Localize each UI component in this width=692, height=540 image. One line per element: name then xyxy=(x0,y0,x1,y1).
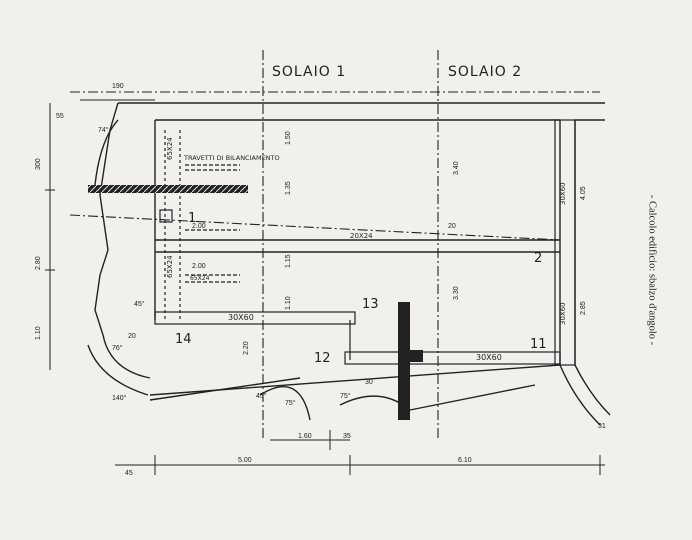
dim-left-300: 300 xyxy=(35,158,42,170)
node-number-13: 13 xyxy=(362,297,379,312)
node-number-1: 1 xyxy=(188,211,196,226)
bottom-dimensions xyxy=(45,99,605,475)
dim-left-55: 55 xyxy=(56,113,64,120)
label-beam-30x60-b: 30X60 xyxy=(476,353,502,362)
dim-bottom-160: 1.60 xyxy=(298,433,312,440)
dim-mid-150: 1.50 xyxy=(285,131,292,145)
node-box-1 xyxy=(159,209,173,223)
label-beam-30x60-d: 30X60 xyxy=(559,302,567,325)
dim-bottom-500: 5.00 xyxy=(238,457,252,464)
node-number-12: 12 xyxy=(314,351,331,366)
angle-a: 74° xyxy=(98,126,109,134)
angle-g: 45° xyxy=(256,392,267,400)
node-number-2: 2 xyxy=(534,251,542,266)
dim-right-340: 3.40 xyxy=(453,161,460,175)
angle-d: 75° xyxy=(340,392,351,400)
label-beam-20x24: 20X24 xyxy=(350,232,373,240)
side-caption: - Calcolo edificio: sbalzo d'angolo - xyxy=(646,194,658,346)
dim-small-31: 31 xyxy=(598,423,606,430)
dim-mid-135: 1.35 xyxy=(285,181,292,195)
angle-f: 45° xyxy=(134,300,145,308)
label-travetti: TRAVETTI DI BILANCIAMENTO xyxy=(183,154,280,162)
axis-beam-20x24 xyxy=(69,214,561,241)
slab-axes xyxy=(69,50,600,440)
node-number-14: 14 xyxy=(175,332,192,347)
dim-mid-220: 2.20 xyxy=(243,341,250,355)
label-beam-65x24-a: 65X24 xyxy=(166,137,174,160)
angle-c: 75° xyxy=(285,399,296,407)
dim-right-405: 4.05 xyxy=(580,186,587,200)
dim-left-45: 45 xyxy=(125,470,133,477)
dim-mid-200a: 2.00 xyxy=(192,223,206,230)
dim-right-285: 2.85 xyxy=(580,301,587,315)
slab-label-1: SOLAIO 1 xyxy=(272,64,346,80)
dim-mid-115: 1.15 xyxy=(285,254,292,268)
dim-small-20: 20 xyxy=(128,333,136,340)
label-beam-30x60-c: 30X60 xyxy=(559,182,567,205)
dim-mid-110: 1.10 xyxy=(285,296,292,310)
dim-left-110: 1.10 xyxy=(35,326,42,340)
node-number-11: 11 xyxy=(530,337,547,352)
column-joint xyxy=(398,350,423,362)
dim-small-30: 30 xyxy=(365,379,373,386)
dim-right-20: 20 xyxy=(448,223,456,230)
dim-top-190: 190 xyxy=(112,83,124,90)
label-beam-65x24-c: 65X24 xyxy=(190,275,210,282)
dim-bottom-610: 6.10 xyxy=(458,457,472,464)
dim-bottom-35: 35 xyxy=(343,433,351,440)
dim-left-280: 2.80 xyxy=(35,256,42,270)
section-hatch-1 xyxy=(88,185,248,193)
angle-e: 140° xyxy=(112,394,127,402)
label-beam-30x60-a: 30X60 xyxy=(228,313,254,322)
slab-label-2: SOLAIO 2 xyxy=(448,64,522,80)
dim-mid-200b: 2.00 xyxy=(192,263,206,270)
beams xyxy=(154,119,576,366)
dim-right-330: 3.30 xyxy=(453,286,460,300)
angle-b: 76° xyxy=(112,344,123,352)
dimension-texts: 190 300 2.80 1.10 55 5.00 6.10 1.60 35 1… xyxy=(35,83,606,477)
label-beam-65x24-b: 65X24 xyxy=(166,255,174,278)
